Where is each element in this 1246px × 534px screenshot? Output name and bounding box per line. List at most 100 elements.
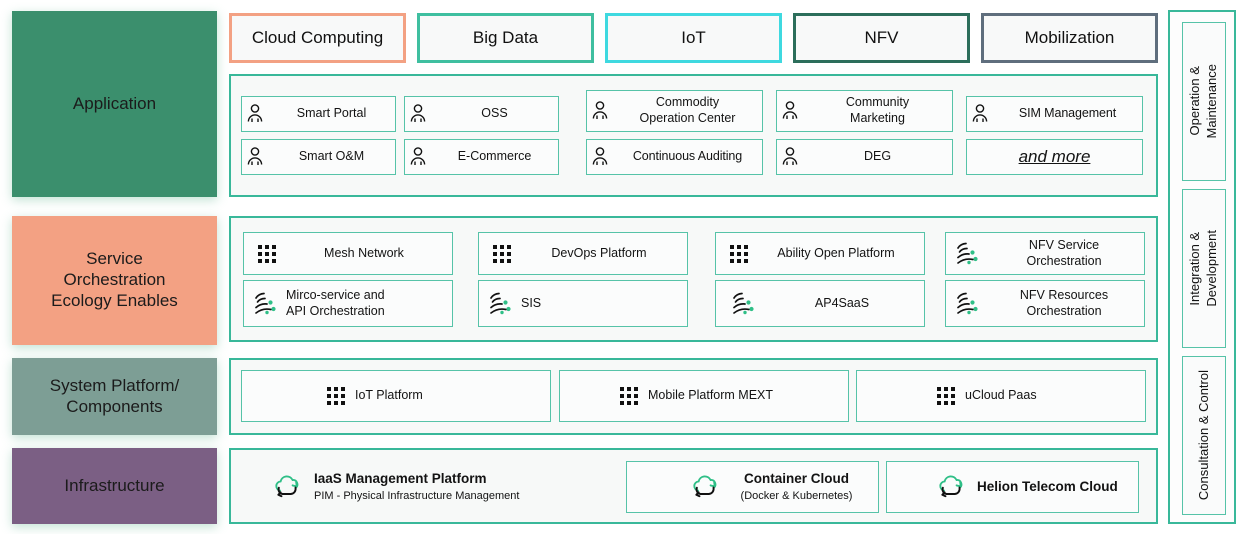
service-item-label: NFV Resources Orchestration	[1019, 287, 1109, 318]
infra-item-title: IaaS Management Platform	[314, 470, 487, 486]
layer-label-infrastructure: Infrastructure	[12, 448, 217, 524]
system-item-label: IoT Platform	[355, 388, 423, 403]
grid-dots-icon	[730, 244, 748, 263]
tab-label: IoT	[681, 28, 706, 47]
layer-label-text: Infrastructure	[64, 475, 165, 495]
lifecycle-sidebar: Operation & Maintenance Integration & De…	[1168, 10, 1236, 524]
sidebar-item-integration-development[interactable]: Integration & Development	[1182, 189, 1226, 348]
service-item-label: Mesh Network	[324, 245, 404, 260]
system-item-label: uCloud Paas	[965, 388, 1037, 403]
service-item-label: Ability Open Platform	[777, 245, 895, 260]
person-icon	[242, 101, 268, 127]
app-item-sim-management[interactable]: SIM Management	[966, 96, 1143, 132]
grid-dots-icon	[258, 244, 276, 263]
tab-iot[interactable]: IoT	[605, 13, 782, 63]
app-item-oss[interactable]: OSS	[404, 96, 559, 132]
app-item-label: Continuous Auditing	[632, 149, 743, 164]
layer-label-text: System Platform/ Components	[49, 375, 180, 416]
app-item-label: DEG	[863, 149, 892, 164]
system-item-mobile-platform-mext[interactable]: Mobile Platform MEXT	[559, 370, 849, 422]
service-item-nfv-resources-orchestration[interactable]: NFV Resources Orchestration	[945, 280, 1145, 327]
service-item-label: DevOps Platform	[551, 245, 647, 260]
layer-label-text: Service Orchestration Ecology Enables	[51, 249, 178, 310]
tab-big-data[interactable]: Big Data	[417, 13, 594, 63]
cloud-refresh-icon	[271, 472, 305, 502]
application-panel: Smart Portal OSS Commodity Operation Cen…	[229, 74, 1158, 197]
person-icon	[587, 144, 613, 170]
tab-label: Big Data	[472, 28, 539, 47]
service-item-label: Mirco-service and API Orchestration	[286, 287, 385, 318]
cloud-refresh-icon	[935, 472, 969, 502]
infra-item-subtitle: (Docker & Kubernetes)	[740, 489, 853, 502]
infra-item-title: Helion Telecom Cloud	[977, 478, 1118, 494]
app-item-label: Community Marketing	[845, 95, 910, 125]
person-icon	[405, 101, 431, 127]
service-item-ability-open-platform[interactable]: Ability Open Platform	[715, 232, 925, 275]
service-item-ap4saas[interactable]: AP4SaaS	[715, 280, 925, 327]
sidebar-item-label: Integration & Development	[1187, 230, 1219, 307]
orchestration-wave-icon	[954, 226, 984, 282]
orchestration-wave-icon	[730, 290, 760, 318]
layer-label-application: Application	[12, 11, 217, 197]
orchestration-wave-icon	[252, 276, 282, 332]
service-item-nfv-service-orchestration[interactable]: NFV Service Orchestration	[945, 232, 1145, 275]
sidebar-item-label: Consultation & Control	[1195, 370, 1211, 501]
infra-item-container-cloud[interactable]: Container Cloud (Docker & Kubernetes)	[626, 461, 879, 513]
system-item-label: Mobile Platform MEXT	[648, 388, 774, 403]
grid-dots-icon	[493, 244, 511, 263]
person-icon	[967, 101, 993, 127]
person-icon	[777, 144, 803, 170]
sidebar-item-label: Operation & Maintenance	[1187, 64, 1219, 139]
person-icon	[405, 144, 431, 170]
infra-item-iaas-management-platform[interactable]: IaaS Management Platform PIM - Physical …	[271, 462, 611, 512]
service-item-label: SIS	[521, 295, 542, 310]
app-item-label: OSS	[481, 106, 508, 121]
service-item-label: AP4SaaS	[814, 295, 870, 310]
sidebar-item-operation-maintenance[interactable]: Operation & Maintenance	[1182, 22, 1226, 181]
infra-item-title: Container Cloud	[744, 470, 849, 486]
orchestration-wave-icon	[487, 290, 517, 318]
app-item-label: E-Commerce	[457, 149, 532, 164]
app-item-label: Commodity Operation Center	[639, 95, 736, 125]
tab-label: Cloud Computing	[251, 28, 384, 47]
sidebar-item-consultation-control[interactable]: Consultation & Control	[1182, 356, 1226, 515]
person-icon	[242, 144, 268, 170]
tab-label: NFV	[864, 28, 899, 47]
tab-nfv[interactable]: NFV	[793, 13, 970, 63]
orchestration-wave-icon	[954, 276, 984, 332]
infra-item-helion-telecom-cloud[interactable]: Helion Telecom Cloud	[886, 461, 1139, 513]
app-item-smart-om[interactable]: Smart O&M	[241, 139, 396, 175]
tab-mobilization[interactable]: Mobilization	[981, 13, 1158, 63]
infra-item-subtitle: PIM - Physical Infrastructure Management	[314, 489, 520, 502]
service-orchestration-panel: Mesh Network DevOps Platform Ability Ope…	[229, 216, 1158, 342]
service-item-mesh-network[interactable]: Mesh Network	[243, 232, 453, 275]
app-item-e-commerce[interactable]: E-Commerce	[404, 139, 559, 175]
app-item-community-marketing[interactable]: Community Marketing	[776, 90, 953, 132]
app-item-label: Smart Portal	[296, 106, 367, 121]
grid-dots-icon	[937, 387, 955, 405]
app-item-deg[interactable]: DEG	[776, 139, 953, 175]
app-item-label: Smart O&M	[298, 149, 365, 164]
infrastructure-panel: IaaS Management Platform PIM - Physical …	[229, 448, 1158, 524]
service-item-micro-service-api-orchestration[interactable]: Mirco-service and API Orchestration	[243, 280, 453, 327]
system-item-iot-platform[interactable]: IoT Platform	[241, 370, 551, 422]
system-platform-panel: IoT Platform Mobile Platform MEXT uCloud…	[229, 358, 1158, 435]
app-item-commodity-operation-center[interactable]: Commodity Operation Center	[586, 90, 763, 132]
service-item-sis[interactable]: SIS	[478, 280, 688, 327]
person-icon	[587, 84, 613, 138]
person-icon	[777, 84, 803, 138]
tab-label: Mobilization	[1024, 28, 1115, 47]
app-item-label: SIM Management	[1018, 106, 1117, 121]
app-item-smart-portal[interactable]: Smart Portal	[241, 96, 396, 132]
grid-dots-icon	[620, 387, 638, 405]
layer-label-system-platform: System Platform/ Components	[12, 358, 217, 435]
grid-dots-icon	[327, 387, 345, 405]
app-item-continuous-auditing[interactable]: Continuous Auditing	[586, 139, 763, 175]
tab-cloud-computing[interactable]: Cloud Computing	[229, 13, 406, 63]
service-item-devops-platform[interactable]: DevOps Platform	[478, 232, 688, 275]
system-item-ucloud-paas[interactable]: uCloud Paas	[856, 370, 1146, 422]
layer-label-text: Application	[72, 93, 157, 113]
service-item-label: NFV Service Orchestration	[1026, 237, 1102, 268]
app-item-and-more[interactable]: and more	[966, 139, 1143, 175]
